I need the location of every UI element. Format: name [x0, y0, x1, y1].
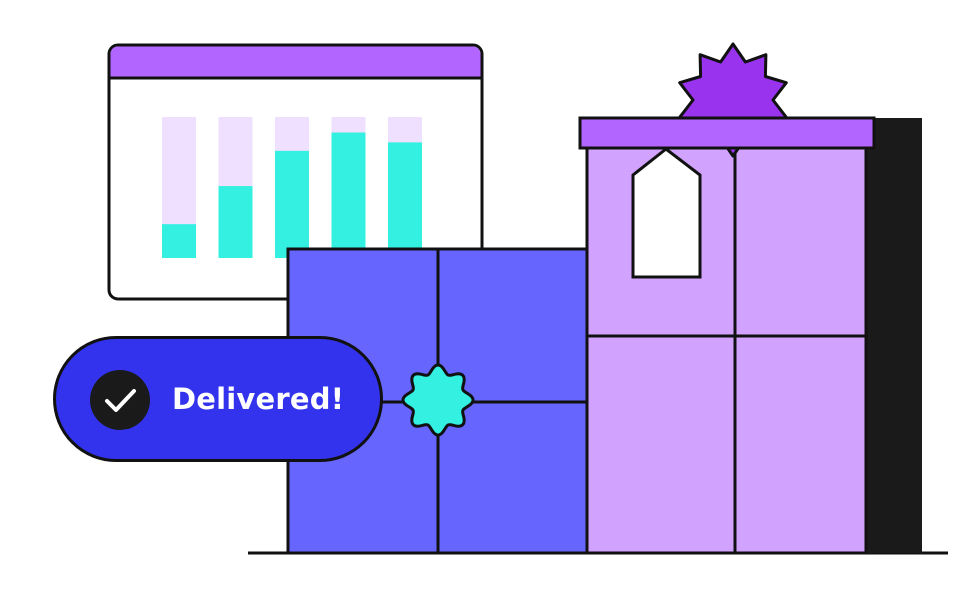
status-badge: Delivered!	[53, 336, 383, 462]
bar	[388, 142, 422, 258]
package-seal-icon	[401, 363, 475, 437]
building-window	[631, 147, 702, 279]
building-body	[585, 146, 868, 555]
building-shadow-side	[866, 118, 922, 553]
chart-window-header	[110, 46, 481, 77]
chart-window	[107, 43, 484, 301]
checkmark-icon	[105, 389, 136, 412]
building-roof	[578, 116, 876, 150]
building	[578, 42, 922, 555]
bar	[275, 150, 309, 258]
check-badge	[90, 370, 150, 430]
bar	[331, 132, 366, 258]
bar	[162, 224, 196, 258]
bar-chart	[162, 117, 422, 258]
roof-shadow	[874, 118, 922, 148]
status-label: Delivered!	[172, 382, 345, 416]
bar	[218, 186, 253, 258]
